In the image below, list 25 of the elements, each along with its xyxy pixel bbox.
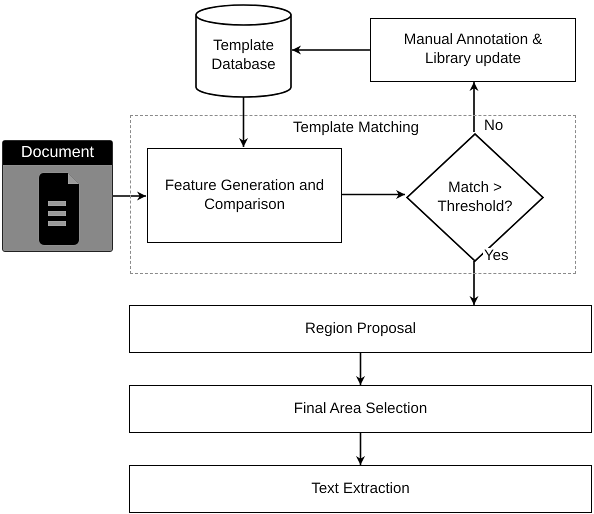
arrow [356,433,365,465]
node-label: Final Area Selection [292,400,428,418]
node-label: Feature Generation and Comparison [164,176,326,214]
node-label: Manual Annotation & Library update [402,31,544,69]
process-box [129,465,592,513]
group-region [130,115,576,274]
arrow [239,97,248,147]
database-cylinder [195,5,292,97]
arrow [470,261,478,305]
node-label: Template Database [210,36,277,75]
panel-title: Document [3,141,112,165]
node-label: Region Proposal [304,320,417,338]
node-label: Text Extraction [310,480,411,498]
process-box [370,18,576,82]
node-label: Match > Threshold? [436,178,514,216]
group-title: Template Matching [292,119,420,138]
arrow [470,82,478,132]
process-box [129,385,592,433]
document-panel [2,140,113,252]
arrow [292,46,370,54]
process-box [147,148,342,243]
arrow [113,192,146,200]
process-box [129,305,592,353]
arrow [356,353,365,385]
arrow [341,190,405,199]
